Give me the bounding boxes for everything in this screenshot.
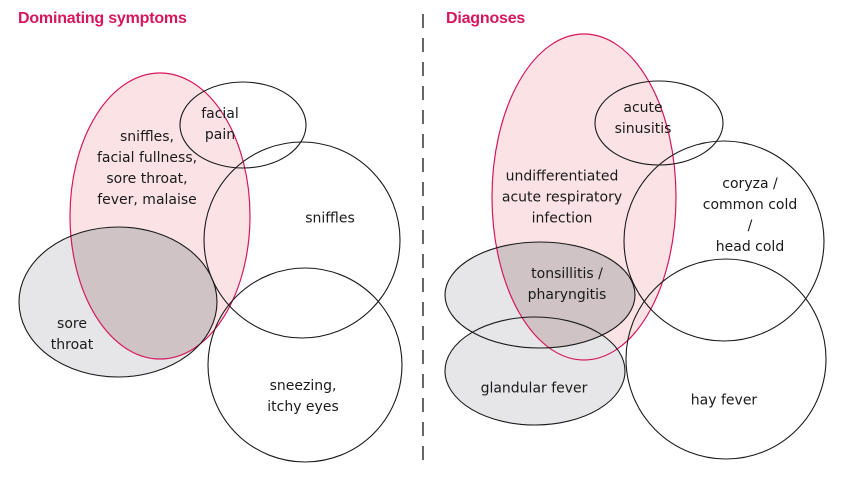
right-venn-group	[444, 33, 827, 460]
left-venn-group	[18, 72, 403, 463]
facial-pain-label: facial pain	[201, 106, 239, 143]
sniffles-label: sniffles	[305, 210, 355, 227]
hay-fever-label: hay fever	[690, 392, 758, 409]
hay-fever-circle	[625, 258, 827, 460]
facial-pain-ellipse	[179, 81, 307, 169]
right-panel-title: Diagnoses	[446, 10, 526, 27]
sinusitis-label: acute sinusitis	[614, 100, 672, 137]
sneezing-circle	[207, 267, 403, 463]
sniffles-circle	[203, 141, 401, 339]
sore-throat-outline	[18, 226, 218, 378]
left-panel-title: Dominating symptoms	[18, 10, 187, 27]
glandular-fever-ellipse	[445, 317, 625, 425]
sore-throat-label: sore throat	[50, 316, 94, 353]
tonsillitis-outline	[444, 241, 636, 349]
tonsillitis-label: tonsillitis / pharyngitis	[527, 266, 607, 303]
glandular-fever-label: glandular fever	[480, 380, 588, 397]
glandular-fever-outline	[444, 316, 626, 426]
main-symptoms-outline	[69, 72, 251, 360]
main-symptoms-label: sniffles, facial fullness, sore throat, …	[96, 129, 198, 208]
urti-outline	[491, 33, 677, 361]
coryza-circle	[623, 140, 825, 342]
coryza-label: coryza / common cold / head cold	[702, 176, 798, 255]
urti-label: undifferentiated acute respiratory infec…	[501, 168, 623, 227]
sore-throat-overlap	[70, 227, 217, 359]
sneezing-label: sneezing, itchy eyes	[267, 378, 339, 415]
